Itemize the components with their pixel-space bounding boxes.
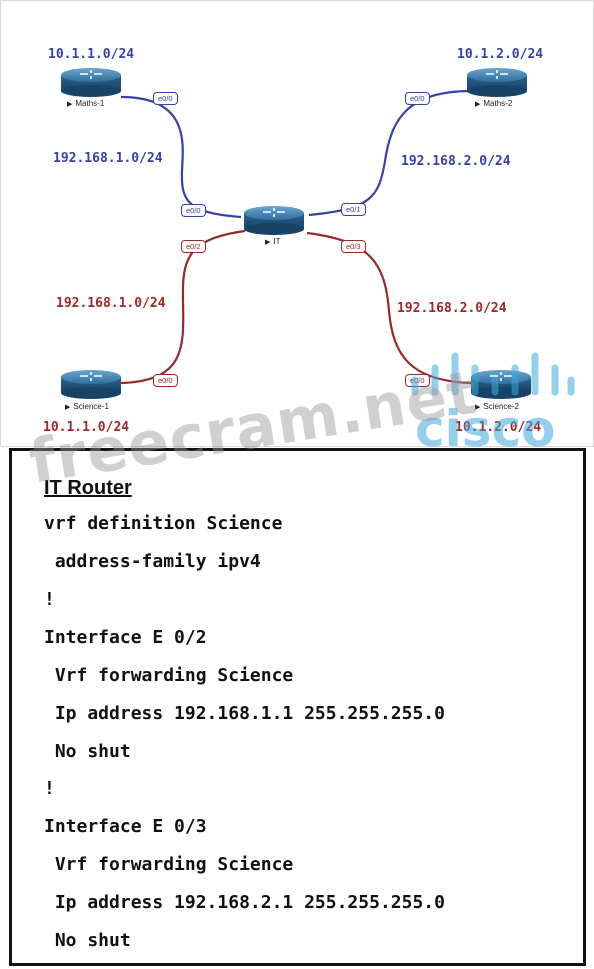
router-science1-icon[interactable] xyxy=(61,370,121,399)
subnet-science2-link: 192.168.2.0/24 xyxy=(397,301,507,316)
router-science2-name: ▶Science-2 xyxy=(475,402,519,411)
config-line: Vrf forwarding Science xyxy=(44,854,294,875)
port-science2-e00: e0/0 xyxy=(405,374,430,387)
config-line: Vrf forwarding Science xyxy=(44,665,294,686)
port-it-e00: e0/0 xyxy=(181,204,206,217)
config-line: address-family ipv4 xyxy=(44,551,261,572)
config-line: vrf definition Science xyxy=(44,513,283,534)
port-it-e03: e0/3 xyxy=(341,240,366,253)
subnet-maths2-link: 192.168.2.0/24 xyxy=(401,154,511,169)
port-it-e02: e0/2 xyxy=(181,240,206,253)
link-maths2-it xyxy=(308,89,472,217)
diagram-links xyxy=(61,68,531,399)
subnet-maths1-lan: 10.1.1.0/24 xyxy=(48,47,135,62)
config-panel: IT Router vrf definition Science address… xyxy=(9,448,586,966)
triangle-icon: ▶ xyxy=(475,404,481,411)
router-it-name: ▶IT xyxy=(265,237,281,246)
router-science1-name: ▶Science-1 xyxy=(65,402,109,411)
port-maths2-e00: e0/0 xyxy=(405,92,430,105)
network-diagram: ▶Maths-1 ▶Maths-2 ▶IT ▶Science-1 ▶Scienc… xyxy=(0,0,594,447)
router-maths2-icon[interactable] xyxy=(467,68,527,97)
router-maths1-name: ▶Maths-1 xyxy=(67,99,105,108)
port-maths1-e00: e0/0 xyxy=(153,92,178,105)
config-line: No shut xyxy=(44,930,131,951)
config-line: Ip address 192.168.2.1 255.255.255.0 xyxy=(44,892,445,913)
router-it-icon[interactable] xyxy=(244,206,304,235)
subnet-science1-link: 192.168.1.0/24 xyxy=(56,296,166,311)
triangle-icon: ▶ xyxy=(65,404,71,411)
port-it-e01: e0/1 xyxy=(341,203,366,216)
config-line: Interface E 0/2 xyxy=(44,627,207,648)
config-line: ! xyxy=(44,589,55,610)
router-science2-icon[interactable] xyxy=(471,370,531,399)
config-line: Ip address 192.168.1.1 255.255.255.0 xyxy=(44,703,445,724)
router-maths1-icon[interactable] xyxy=(61,68,121,97)
config-line: No shut xyxy=(44,741,131,762)
config-title: IT Router xyxy=(44,477,132,499)
port-science1-e00: e0/0 xyxy=(153,374,178,387)
config-line: Interface E 0/3 xyxy=(44,816,207,837)
subnet-science1-lan: 10.1.1.0/24 xyxy=(43,420,130,435)
router-maths2-name: ▶Maths-2 xyxy=(475,99,513,108)
subnet-science2-lan: 10.1.2.0/24 xyxy=(455,420,542,435)
subnet-maths2-lan: 10.1.2.0/24 xyxy=(457,47,544,62)
config-line: ! xyxy=(44,778,55,799)
triangle-icon: ▶ xyxy=(265,239,271,246)
triangle-icon: ▶ xyxy=(67,101,73,108)
subnet-maths1-link: 192.168.1.0/24 xyxy=(53,151,163,166)
triangle-icon: ▶ xyxy=(475,101,481,108)
